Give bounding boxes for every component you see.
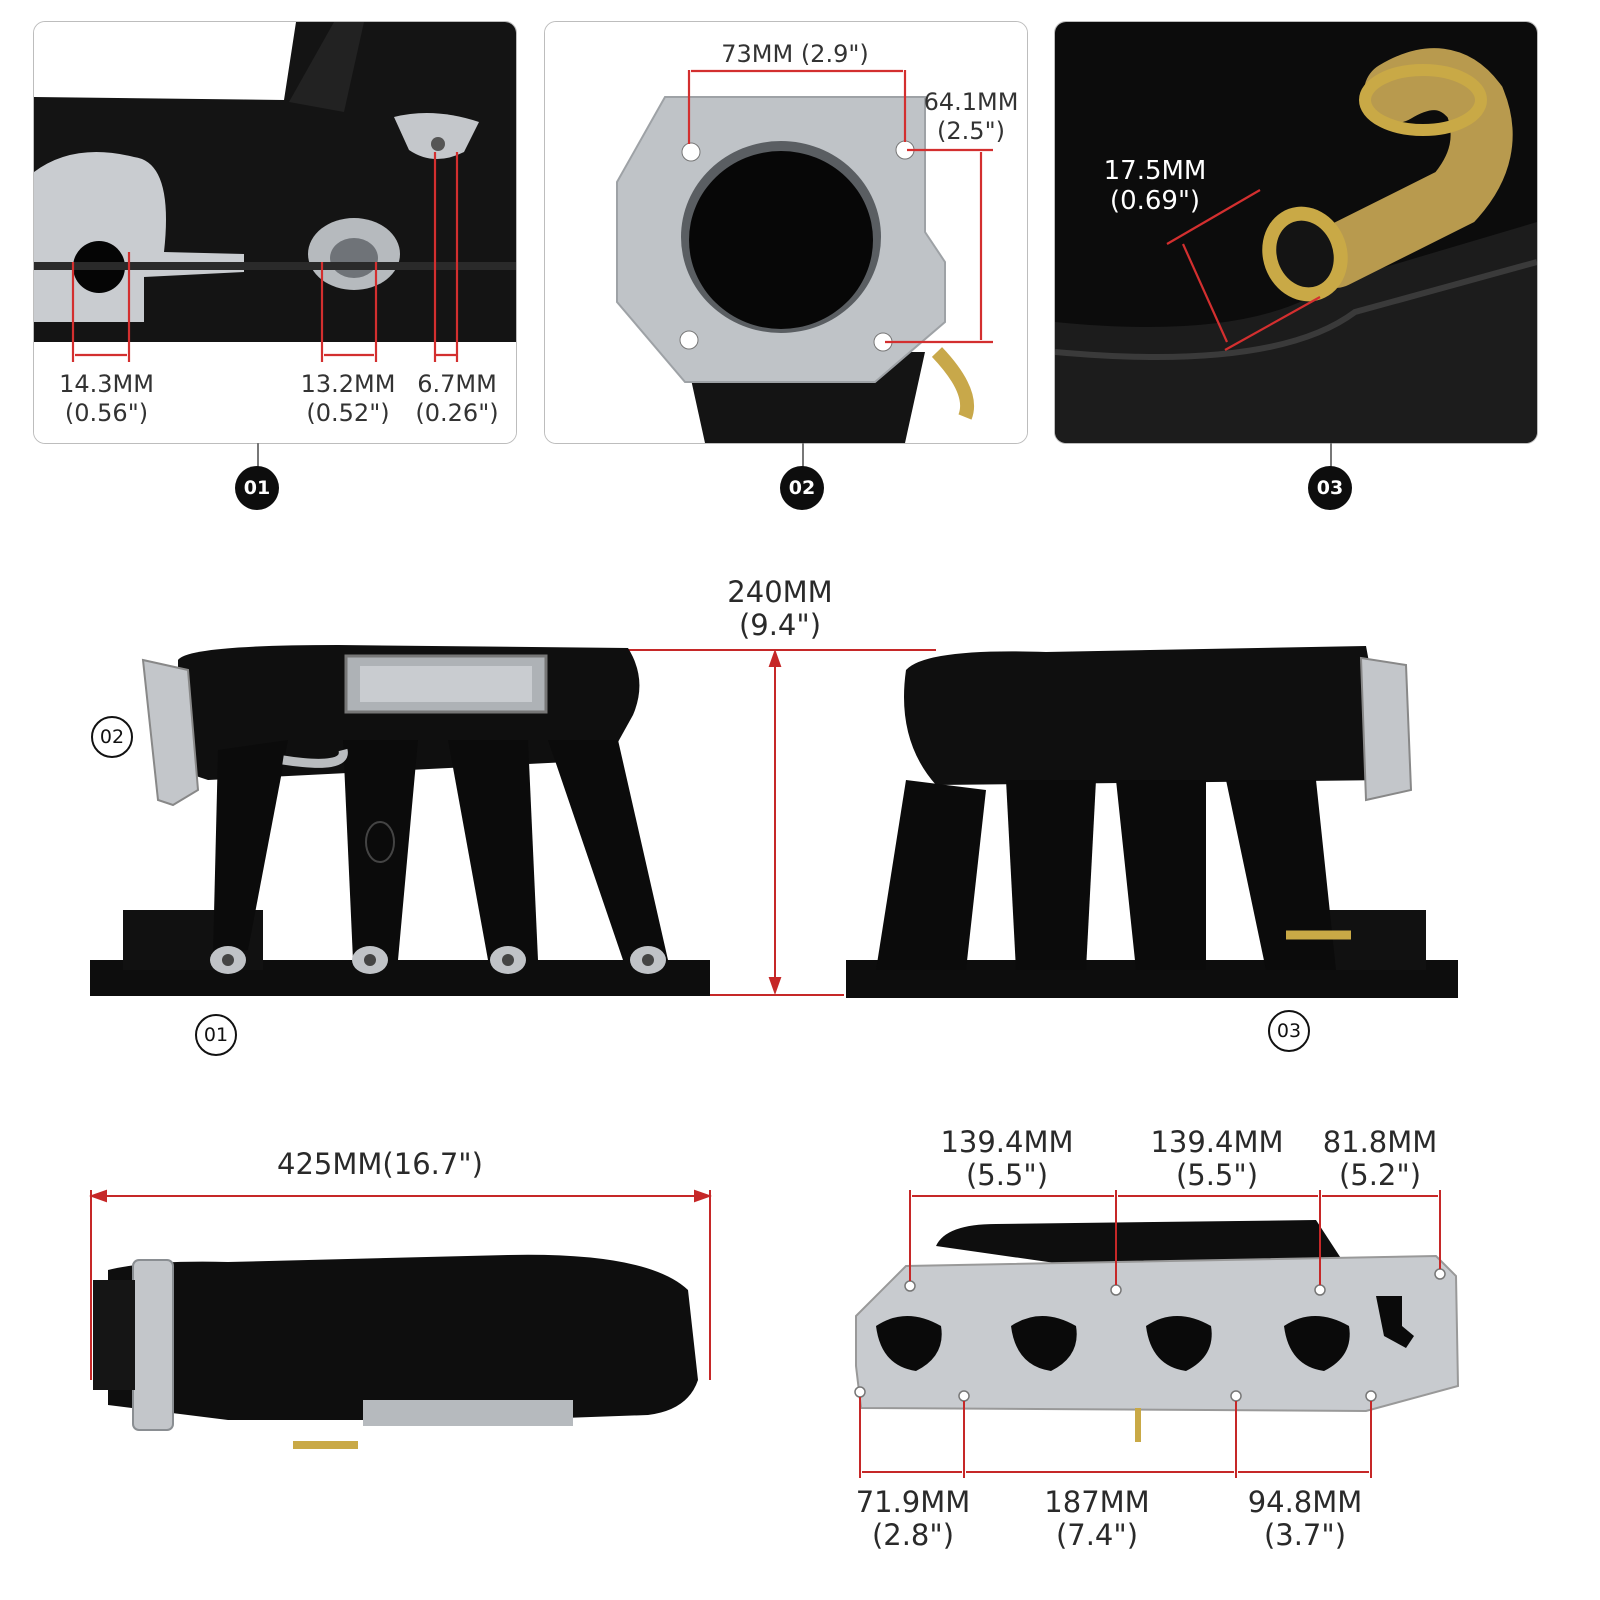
manifold-side-view-front bbox=[88, 640, 718, 1000]
dim-240mm-inch: (9.4") bbox=[738, 608, 822, 642]
badge-02: 02 bbox=[780, 466, 824, 510]
dim-6-7mm-inch: (0.26") bbox=[415, 399, 499, 427]
dim-139-4mm-b-inch: (5.5") bbox=[1175, 1158, 1259, 1192]
badge-01: 01 bbox=[235, 466, 279, 510]
dim-240mm: 240MM bbox=[727, 575, 833, 609]
dim-73mm: 73MM (2.9") bbox=[721, 40, 869, 68]
dim-64-1mm-inch: (2.5") bbox=[937, 117, 1005, 145]
dim-6-7mm: 6.7MM bbox=[417, 370, 497, 398]
manifold-flange-view bbox=[846, 1186, 1466, 1486]
badge-stem-03 bbox=[1330, 443, 1332, 467]
dim-14-3mm-inch: (0.56") bbox=[64, 399, 149, 427]
dim-425mm: 425MM(16.7") bbox=[277, 1147, 483, 1181]
dim-17-5mm: 17.5MM bbox=[1103, 156, 1207, 186]
dim-81-8mm: 81.8MM bbox=[1322, 1125, 1438, 1159]
detail-panel-01: 14.3MM (0.56") 13.2MM (0.52") 6.7MM (0.2… bbox=[33, 21, 517, 444]
dim-14-3mm: 14.3MM bbox=[59, 370, 154, 398]
manifold-side-view-rear bbox=[846, 640, 1466, 1000]
dim-139-4mm-b: 139.4MM bbox=[1150, 1125, 1284, 1159]
dim-71-9mm-inch: (2.8") bbox=[871, 1518, 955, 1552]
dim-187mm-inch: (7.4") bbox=[1055, 1518, 1139, 1552]
throttle-flange-closeup-photo bbox=[545, 22, 1027, 443]
marker-01: 01 bbox=[195, 1014, 237, 1056]
dim-139-4mm-a-inch: (5.5") bbox=[965, 1158, 1049, 1192]
dim-94-8mm-inch: (3.7") bbox=[1263, 1518, 1347, 1552]
detail-panel-03: 17.5MM (0.69") bbox=[1054, 21, 1538, 444]
dim-71-9mm: 71.9MM bbox=[855, 1485, 971, 1519]
manifold-top-view bbox=[88, 1189, 714, 1470]
bolt-holes-closeup-photo bbox=[34, 22, 516, 443]
height-dimension-lines bbox=[600, 649, 936, 996]
dim-13-2mm-inch: (0.52") bbox=[306, 399, 390, 427]
dim-187mm: 187MM bbox=[1044, 1485, 1150, 1519]
dim-17-5mm-inch: (0.69") bbox=[1109, 186, 1201, 216]
dim-64-1mm: 64.1MM bbox=[923, 88, 1019, 116]
dim-81-8mm-inch: (5.2") bbox=[1338, 1158, 1422, 1192]
badge-03: 03 bbox=[1308, 466, 1352, 510]
detail-panel-02: 73MM (2.9") 64.1MM (2.5") bbox=[544, 21, 1028, 444]
marker-03: 03 bbox=[1268, 1010, 1310, 1052]
dim-94-8mm: 94.8MM bbox=[1247, 1485, 1363, 1519]
badge-stem-02 bbox=[802, 443, 804, 467]
dim-13-2mm: 13.2MM bbox=[300, 370, 396, 398]
marker-02: 02 bbox=[91, 716, 133, 758]
coolant-pipe-closeup-photo bbox=[1055, 22, 1537, 443]
dim-139-4mm-a: 139.4MM bbox=[940, 1125, 1074, 1159]
badge-stem-01 bbox=[257, 443, 259, 467]
